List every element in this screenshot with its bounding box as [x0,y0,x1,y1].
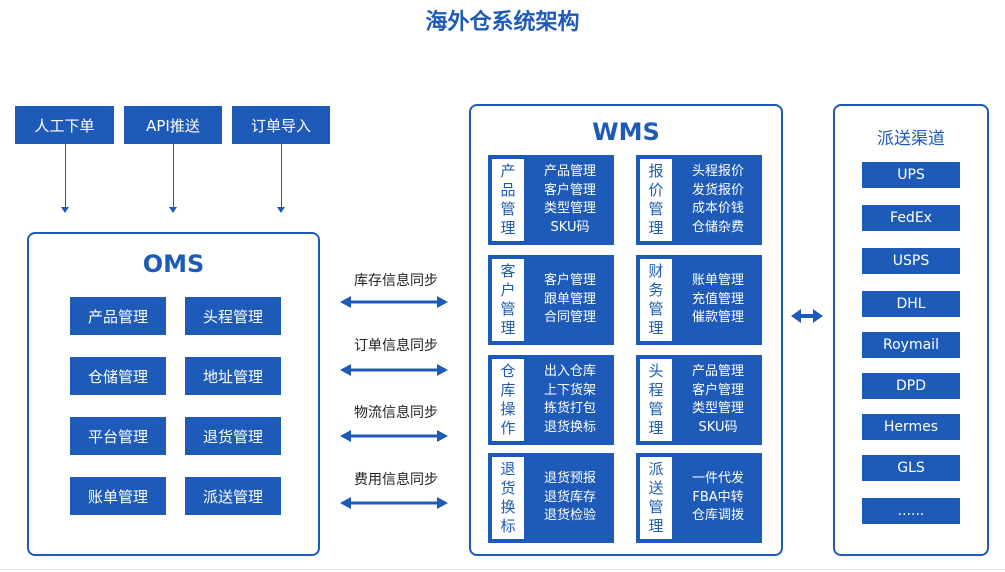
card-label: 报价管理 [640,159,672,241]
channel-item: FedEx [862,205,960,231]
double-arrow-icon [340,364,448,376]
wms-card-warehouse: 仓库操作 出入仓库上下货架拣货打包退货换标 [488,355,614,445]
sync-label-order: 订单信息同步 [354,338,438,354]
arrow-down-icon [61,207,69,213]
api-push-box: API推送 [124,106,222,144]
connector-line [281,144,282,208]
wms-card-finance: 财务管理 账单管理充值管理催款管理 [636,255,762,345]
sync-label-inventory: 库存信息同步 [354,273,438,289]
arrow-down-icon [277,207,285,213]
card-items: 出入仓库上下货架拣货打包退货换标 [543,364,596,435]
double-arrow-icon [340,296,448,308]
channel-item: UPS [862,162,960,188]
channels-title: 派送渠道 [877,129,945,149]
oms-module-firstleg: 头程管理 [185,297,281,335]
channel-item: GLS [862,455,960,481]
card-label: 退货换标 [492,457,524,539]
card-items: 退货预报退货库存退货检验 [543,471,596,524]
oms-module-storage: 仓储管理 [70,357,166,395]
channel-item: DHL [862,291,960,317]
sync-label-logistics: 物流信息同步 [354,405,438,421]
channel-item: Roymail [862,332,960,358]
card-label: 财务管理 [640,259,672,341]
card-items: 账单管理充值管理催款管理 [691,273,744,326]
oms-module-platform: 平台管理 [70,417,166,455]
oms-module-product: 产品管理 [70,297,166,335]
double-arrow-icon [340,430,448,442]
page-title: 海外仓系统架构 [425,10,580,35]
channel-item: DPD [862,373,960,399]
card-label: 仓库操作 [492,359,524,441]
wms-card-quote: 报价管理 头程报价发货报价成本价钱仓储杂费 [636,155,762,245]
wms-card-customer: 客户管理 客户管理跟单管理合同管理 [488,255,614,345]
sync-label-fee: 费用信息同步 [354,472,438,488]
channel-item: ...... [862,498,960,524]
card-label: 派送管理 [640,457,672,539]
channel-item: USPS [862,248,960,274]
card-label: 客户管理 [492,259,524,341]
order-import-box: 订单导入 [232,106,330,144]
oms-module-billing: 账单管理 [70,477,166,515]
card-items: 头程报价发货报价成本价钱仓储杂费 [691,164,744,235]
wms-title: WMS [592,118,660,146]
connector-line [173,144,174,208]
oms-module-returns: 退货管理 [185,417,281,455]
double-arrow-icon [340,497,448,509]
manual-order-box: 人工下单 [15,106,114,144]
wms-card-returns: 退货换标 退货预报退货库存退货检验 [488,453,614,543]
card-label: 产品管理 [492,159,524,241]
oms-module-address: 地址管理 [185,357,281,395]
channel-item: Hermes [862,414,960,440]
oms-title: OMS [142,250,205,278]
connector-line [65,144,66,208]
oms-module-delivery: 派送管理 [185,477,281,515]
double-arrow-icon [791,309,823,323]
arrow-down-icon [169,207,177,213]
divider [0,569,1005,570]
card-items: 客户管理跟单管理合同管理 [543,273,596,326]
card-label: 头程管理 [640,359,672,441]
